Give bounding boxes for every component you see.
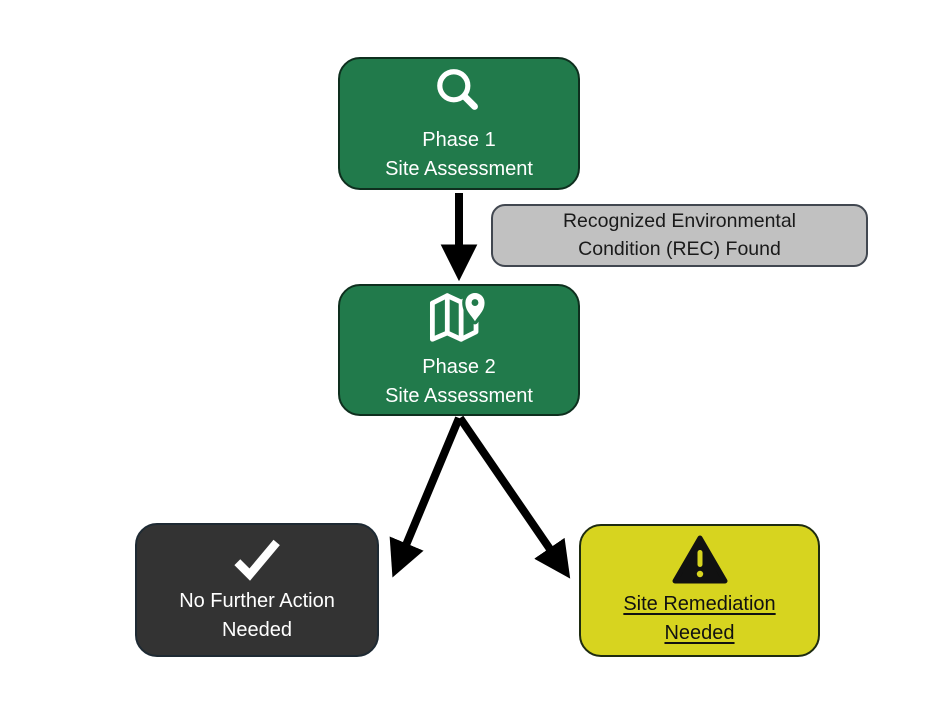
node-site-remediation: Site Remediation Needed: [579, 524, 820, 657]
arrow-phase2-to-no-action: [389, 416, 463, 578]
node-label-line: No Further Action: [179, 590, 335, 612]
node-label-line: Needed: [221, 619, 293, 641]
check-icon: [234, 539, 280, 581]
map-pin-icon: [429, 289, 488, 342]
node-label-line: Needed: [664, 621, 735, 644]
arrow-phase2-to-remediation: [456, 415, 571, 579]
node-label-line: Phase 2: [422, 356, 496, 378]
node-label-line: Site Assessment: [385, 385, 533, 407]
rec-found-label: Recognized Environmental Condition (REC)…: [491, 204, 868, 267]
warning-icon: [672, 535, 727, 583]
node-label-line: Site Assessment: [385, 157, 533, 180]
node-label-line: Phase 1: [422, 128, 496, 151]
rec-label-line: Condition (REC) Found: [578, 237, 781, 260]
node-label-line: Site Remediation: [623, 592, 776, 615]
rec-label-line: Recognized Environmental: [562, 209, 797, 232]
node-no-further-action: No Further Action Needed: [135, 523, 379, 657]
node-phase2-site-assessment: Phase 2 Site Assessment: [338, 284, 580, 416]
node-phase1-site-assessment: Phase 1 Site Assessment: [338, 57, 580, 190]
search-icon: [437, 68, 478, 110]
